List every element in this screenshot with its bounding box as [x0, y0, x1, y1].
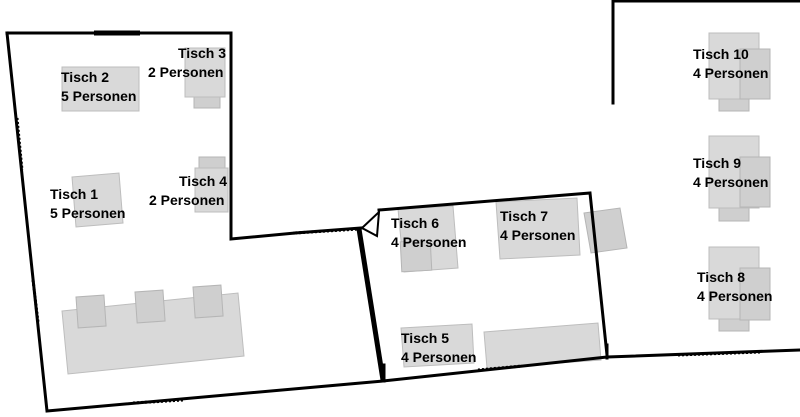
table-capacity: 4 Personen — [697, 288, 772, 304]
table-tisch-4[interactable] — [194, 156, 229, 213]
table-label-tisch-7: Tisch 7 4 Personen — [500, 208, 575, 243]
table-label-tisch-3: Tisch 3 2 Personen — [148, 45, 226, 80]
table-name: Tisch 8 — [697, 269, 745, 285]
table-capacity: 4 Personen — [391, 234, 466, 250]
table-label-tisch-2: Tisch 2 5 Personen — [61, 69, 136, 104]
table-label-tisch-10: Tisch 10 4 Personen — [693, 46, 768, 81]
table-label-tisch-8: Tisch 8 4 Personen — [697, 269, 772, 304]
table-capacity: 2 Personen — [149, 192, 224, 208]
table-tisch-10[interactable] — [708, 32, 771, 112]
table-label-tisch-6: Tisch 6 4 Personen — [391, 215, 466, 250]
windows — [15, 30, 761, 405]
table-capacity: 4 Personen — [693, 174, 768, 190]
table-name: Tisch 4 — [179, 173, 227, 189]
table-capacity: 4 Personen — [500, 227, 575, 243]
door-icon — [360, 209, 381, 238]
table-capacity: 5 Personen — [61, 88, 136, 104]
table-label-tisch-4: Tisch 4 2 Personen — [149, 173, 227, 208]
table-name: Tisch 3 — [178, 45, 226, 61]
table-tisch-8[interactable] — [708, 246, 771, 332]
long-counter — [61, 284, 245, 375]
table-name: Tisch 1 — [50, 186, 98, 202]
table-name: Tisch 10 — [693, 46, 749, 62]
table-name: Tisch 2 — [61, 69, 109, 85]
table-capacity: 5 Personen — [50, 205, 125, 221]
table-capacity: 4 Personen — [693, 65, 768, 81]
table-name: Tisch 7 — [500, 208, 548, 224]
table-capacity: 4 Personen — [401, 349, 476, 365]
table-label-tisch-5: Tisch 5 4 Personen — [401, 330, 476, 365]
table-tisch-5[interactable] — [400, 322, 602, 369]
table-label-tisch-1: Tisch 1 5 Personen — [50, 186, 125, 221]
table-tisch-1[interactable] — [71, 172, 124, 228]
table-name: Tisch 9 — [693, 155, 741, 171]
table-name: Tisch 6 — [391, 215, 439, 231]
table-label-tisch-9: Tisch 9 4 Personen — [693, 155, 768, 190]
table-tisch-7[interactable] — [495, 197, 628, 260]
table-name: Tisch 5 — [401, 330, 449, 346]
table-tisch-6[interactable] — [397, 205, 459, 273]
table-tisch-3[interactable] — [184, 47, 226, 109]
table-capacity: 2 Personen — [148, 64, 223, 80]
table-tisch-2[interactable] — [61, 66, 140, 112]
table-tisch-9[interactable] — [708, 135, 771, 222]
